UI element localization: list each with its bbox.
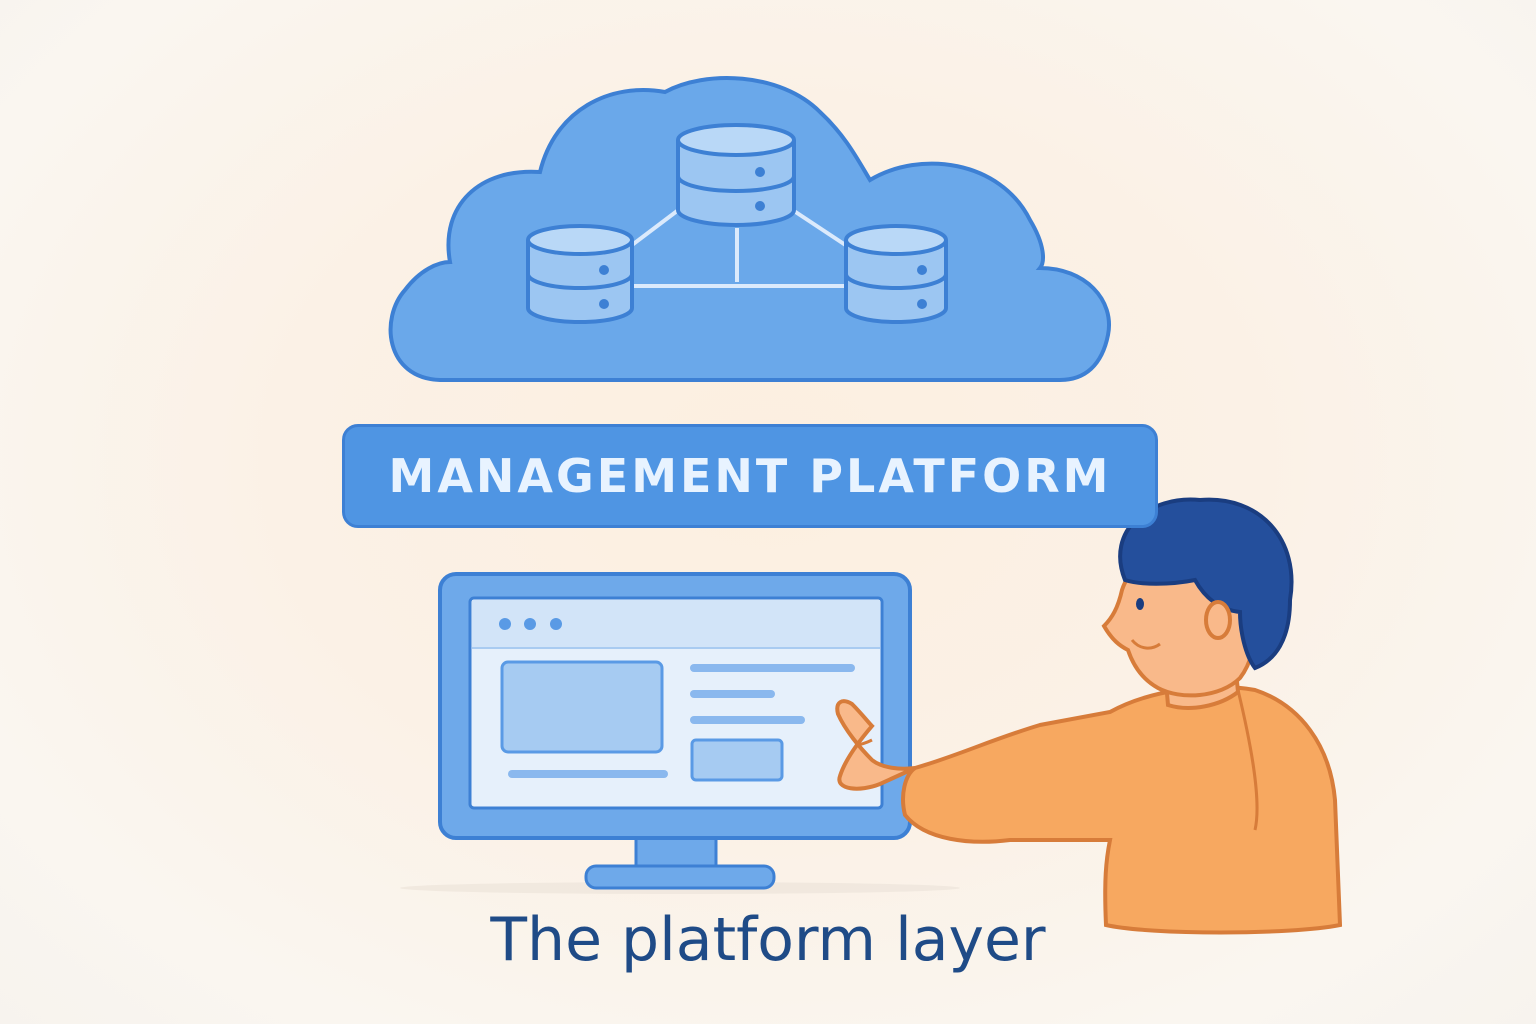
caption-title: The platform layer [490, 905, 1046, 975]
network-links [626, 203, 852, 288]
management-platform-banner: MANAGEMENT PLATFORM [342, 424, 1158, 528]
database-icon [844, 224, 948, 324]
person-figure [835, 497, 1343, 935]
banner-label: MANAGEMENT PLATFORM [388, 449, 1112, 503]
database-icon [526, 224, 634, 324]
cloud-icon [388, 76, 1111, 382]
database-icon [676, 123, 796, 227]
monitor-icon [400, 572, 960, 894]
